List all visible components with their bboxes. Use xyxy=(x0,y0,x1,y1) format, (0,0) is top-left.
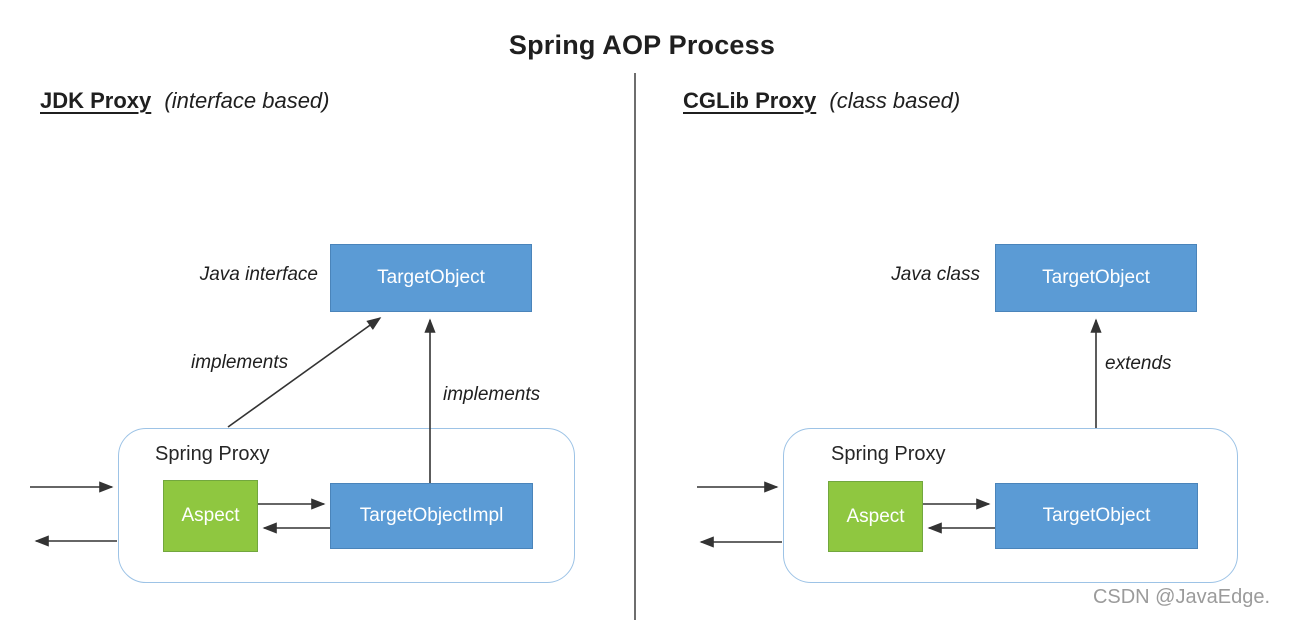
right-target-box: TargetObject xyxy=(995,483,1198,549)
left-java-interface-label: Java interface xyxy=(199,264,318,285)
left-heading-note: (interface based) xyxy=(164,88,330,113)
right-aspect-box: Aspect xyxy=(828,481,923,552)
left-spring-proxy-label: Spring Proxy xyxy=(155,443,270,465)
left-implements-diagonal-label: implements xyxy=(191,352,289,373)
left-heading-text: JDK Proxy xyxy=(40,88,152,113)
right-heading-text: CGLib Proxy xyxy=(683,88,817,113)
right-java-class-label: Java class xyxy=(891,264,980,285)
left-spring-proxy-container xyxy=(118,428,575,583)
right-target-class-box: TargetObject xyxy=(995,244,1197,312)
right-heading-note: (class based) xyxy=(829,88,961,113)
left-target-interface-box: TargetObject xyxy=(330,244,532,312)
watermark-text: CSDN @JavaEdge. xyxy=(1092,586,1270,608)
left-target-impl-box: TargetObjectImpl xyxy=(330,483,533,549)
right-section-heading: CGLib Proxy (class based) xyxy=(683,88,960,114)
right-spring-proxy-container xyxy=(783,428,1238,583)
left-implements-vertical-label: implements xyxy=(443,384,541,405)
right-spring-proxy-label: Spring Proxy xyxy=(831,443,946,465)
page-title: Spring AOP Process xyxy=(508,30,776,60)
left-section-heading: JDK Proxy (interface based) xyxy=(40,88,330,114)
right-extends-label: extends xyxy=(1105,353,1172,374)
left-aspect-box: Aspect xyxy=(163,480,258,552)
